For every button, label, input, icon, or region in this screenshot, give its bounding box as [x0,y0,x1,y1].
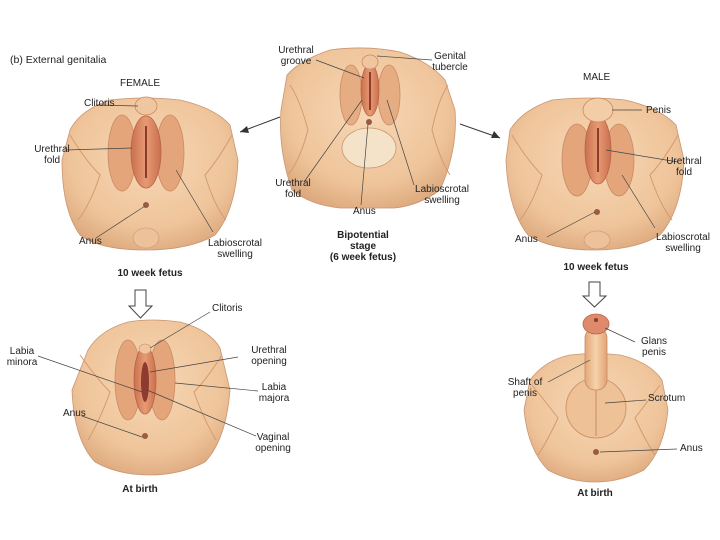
label-urethral-fold-bipotential: Urethral fold [268,178,318,200]
arrow-male-down-icon [583,282,606,307]
label-scrotum: Scrotum [648,393,685,404]
label-urethral-groove: Urethral groove [266,45,326,67]
label-labioscrotal-swelling-male: Labioscrotal swelling [648,232,718,254]
label-urethral-fold-male: Urethral fold [662,156,706,178]
caption-female-birth: At birth [100,484,180,495]
label-anus-female-birth: Anus [63,408,86,419]
arrow-female-down-icon [129,290,152,318]
female-header: FEMALE [120,78,160,89]
caption-female-10wk: 10 week fetus [95,268,205,279]
label-vaginal-opening: Vaginal opening [248,432,298,454]
female-birth-illustration [72,320,230,475]
label-labia-majora: Labia majora [252,382,296,404]
label-labioscrotal-swelling-bipotential: Labioscrotal swelling [407,184,477,206]
caption-male-10wk: 10 week fetus [541,262,651,273]
caption-bipotential: Bipotential stage (6 week fetus) [323,230,403,263]
label-urethral-fold-female: Urethral fold [30,144,74,166]
male-header: MALE [583,72,610,83]
panel-title: (b) External genitalia [10,55,106,66]
label-labia-minora: Labia minora [2,346,42,368]
label-clitoris-birth: Clitoris [212,303,243,314]
label-penis-10wk: Penis [646,105,671,116]
label-shaft-of-penis: Shaft of penis [500,377,550,399]
caption-male-birth: At birth [555,488,635,499]
label-urethral-opening: Urethral opening [244,345,294,367]
label-anus-male-10wk: Anus [515,234,538,245]
label-anus-bipotential: Anus [353,206,376,217]
label-genital-tubercle: Genital tubercle [420,51,480,73]
label-glans-penis: Glans penis [634,336,674,358]
label-anus-male-birth: Anus [680,443,703,454]
label-anus-female-10wk: Anus [79,236,102,247]
label-labioscrotal-swelling-female: Labioscrotal swelling [200,238,270,260]
male-10wk-illustration [506,98,684,250]
label-clitoris-10wk: Clitoris [84,98,115,109]
female-10wk-illustration [62,97,238,250]
